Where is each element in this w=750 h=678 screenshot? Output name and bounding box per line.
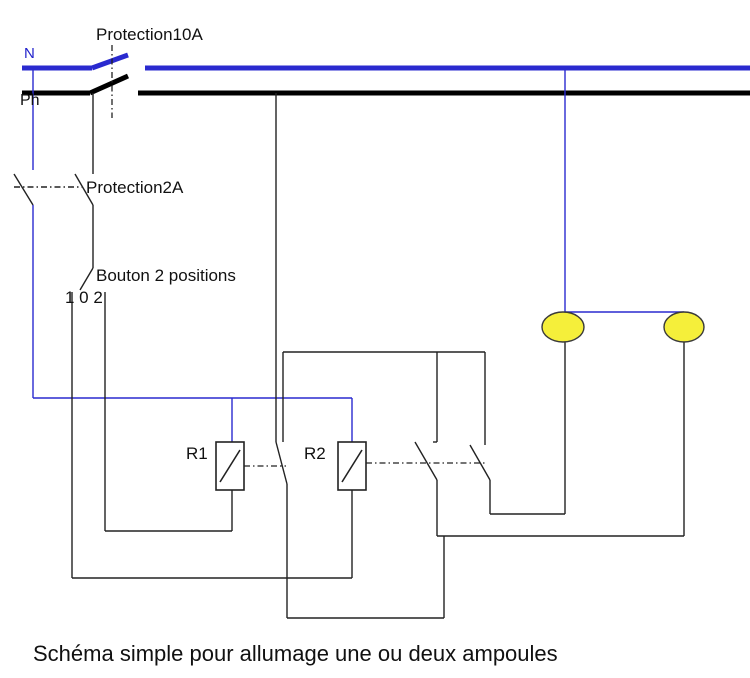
lamp-2 — [663, 311, 705, 343]
phase-bus — [22, 73, 750, 96]
relay-r1-coil — [215, 441, 245, 491]
contact-wires — [282, 340, 685, 619]
diagram-caption: Schéma simple pour allumage une ou deux … — [33, 641, 558, 666]
button-label: Bouton 2 positions — [96, 266, 236, 285]
protection-small-label: Protection2A — [86, 178, 184, 197]
button-positions-label: 1 0 2 — [65, 288, 103, 307]
relay-r2-coil — [337, 441, 367, 491]
button-outputs — [71, 292, 353, 579]
neutral-label: N — [24, 45, 35, 62]
relay-r1-label: R1 — [186, 444, 208, 463]
phase-wires — [79, 93, 288, 485]
protection-main-label: Protection10A — [96, 25, 203, 44]
lamp-1 — [541, 311, 585, 343]
neutral-wires — [32, 68, 684, 442]
relay-r2-label: R2 — [304, 444, 326, 463]
relay-links — [244, 462, 485, 467]
protection2a-switches — [13, 173, 94, 206]
phase-label: Ph — [20, 92, 40, 109]
neutral-bus — [22, 52, 750, 71]
